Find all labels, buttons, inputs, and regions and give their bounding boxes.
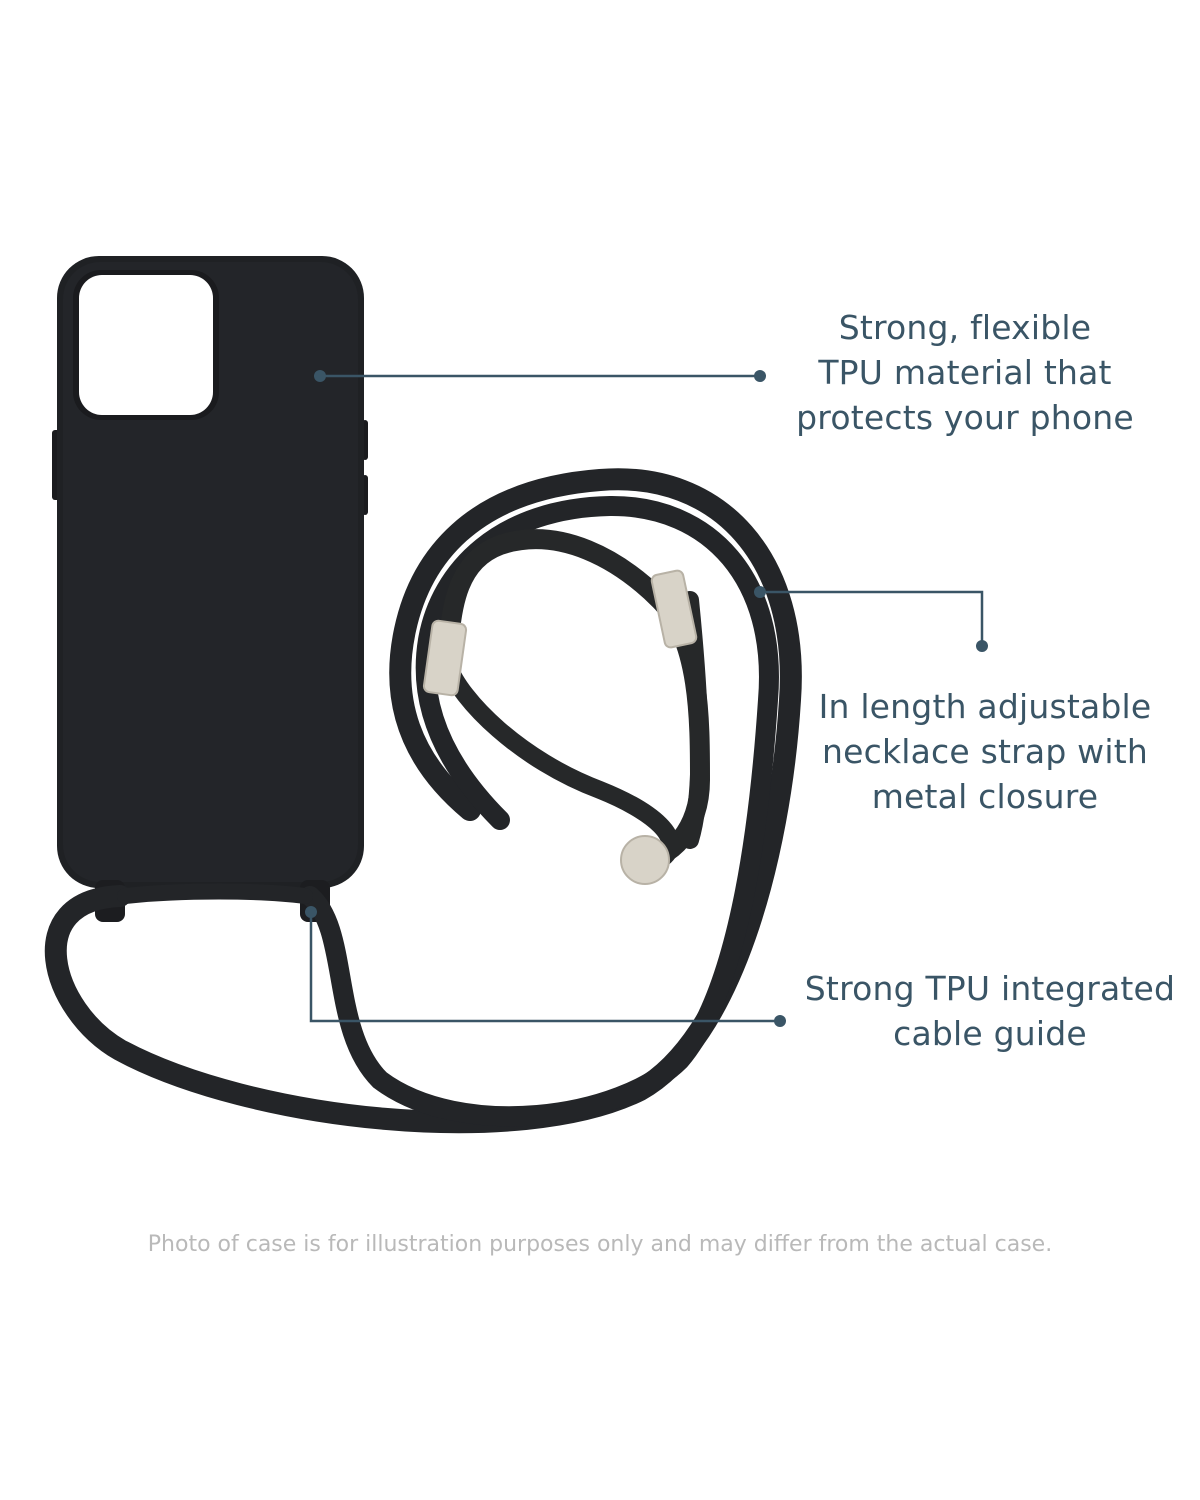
callout-line: Strong, flexible [838,308,1092,347]
leader-dot [774,1015,786,1027]
metal-end-caps [422,569,698,697]
disclaimer-text: Photo of case is for illustration purpos… [147,1232,1053,1257]
case-cord [44,468,802,1134]
metal-closure [620,835,670,885]
leader-dot [314,370,326,382]
leader-dots [305,370,988,1027]
callout-line: cable guide [893,1014,1087,1053]
phone-case [52,256,368,922]
callout-line: Strong TPU integrated [804,969,1176,1008]
callout-cable-guide: Strong TPU integrated cable guide [790,966,1190,1056]
leader-dot [305,906,317,918]
leader-line-strap [760,590,984,646]
callout-line: In length adjustable [818,687,1152,726]
callout-necklace-strap: In length adjustable necklace strap with… [800,684,1170,819]
leader-dot [976,640,988,652]
callout-line: TPU material that [818,353,1112,392]
callout-line: metal closure [871,777,1099,816]
leader-dot [754,370,766,382]
metal-end-cap-left [422,619,468,697]
leader-dot [754,586,766,598]
callout-line: necklace strap with [822,732,1148,771]
leader-lines [309,374,984,1023]
callout-line: protects your phone [796,398,1134,437]
metal-end-cap-right [650,569,698,649]
leader-line-guide [309,912,780,1023]
callout-tpu-material: Strong, flexible TPU material that prote… [780,305,1150,440]
